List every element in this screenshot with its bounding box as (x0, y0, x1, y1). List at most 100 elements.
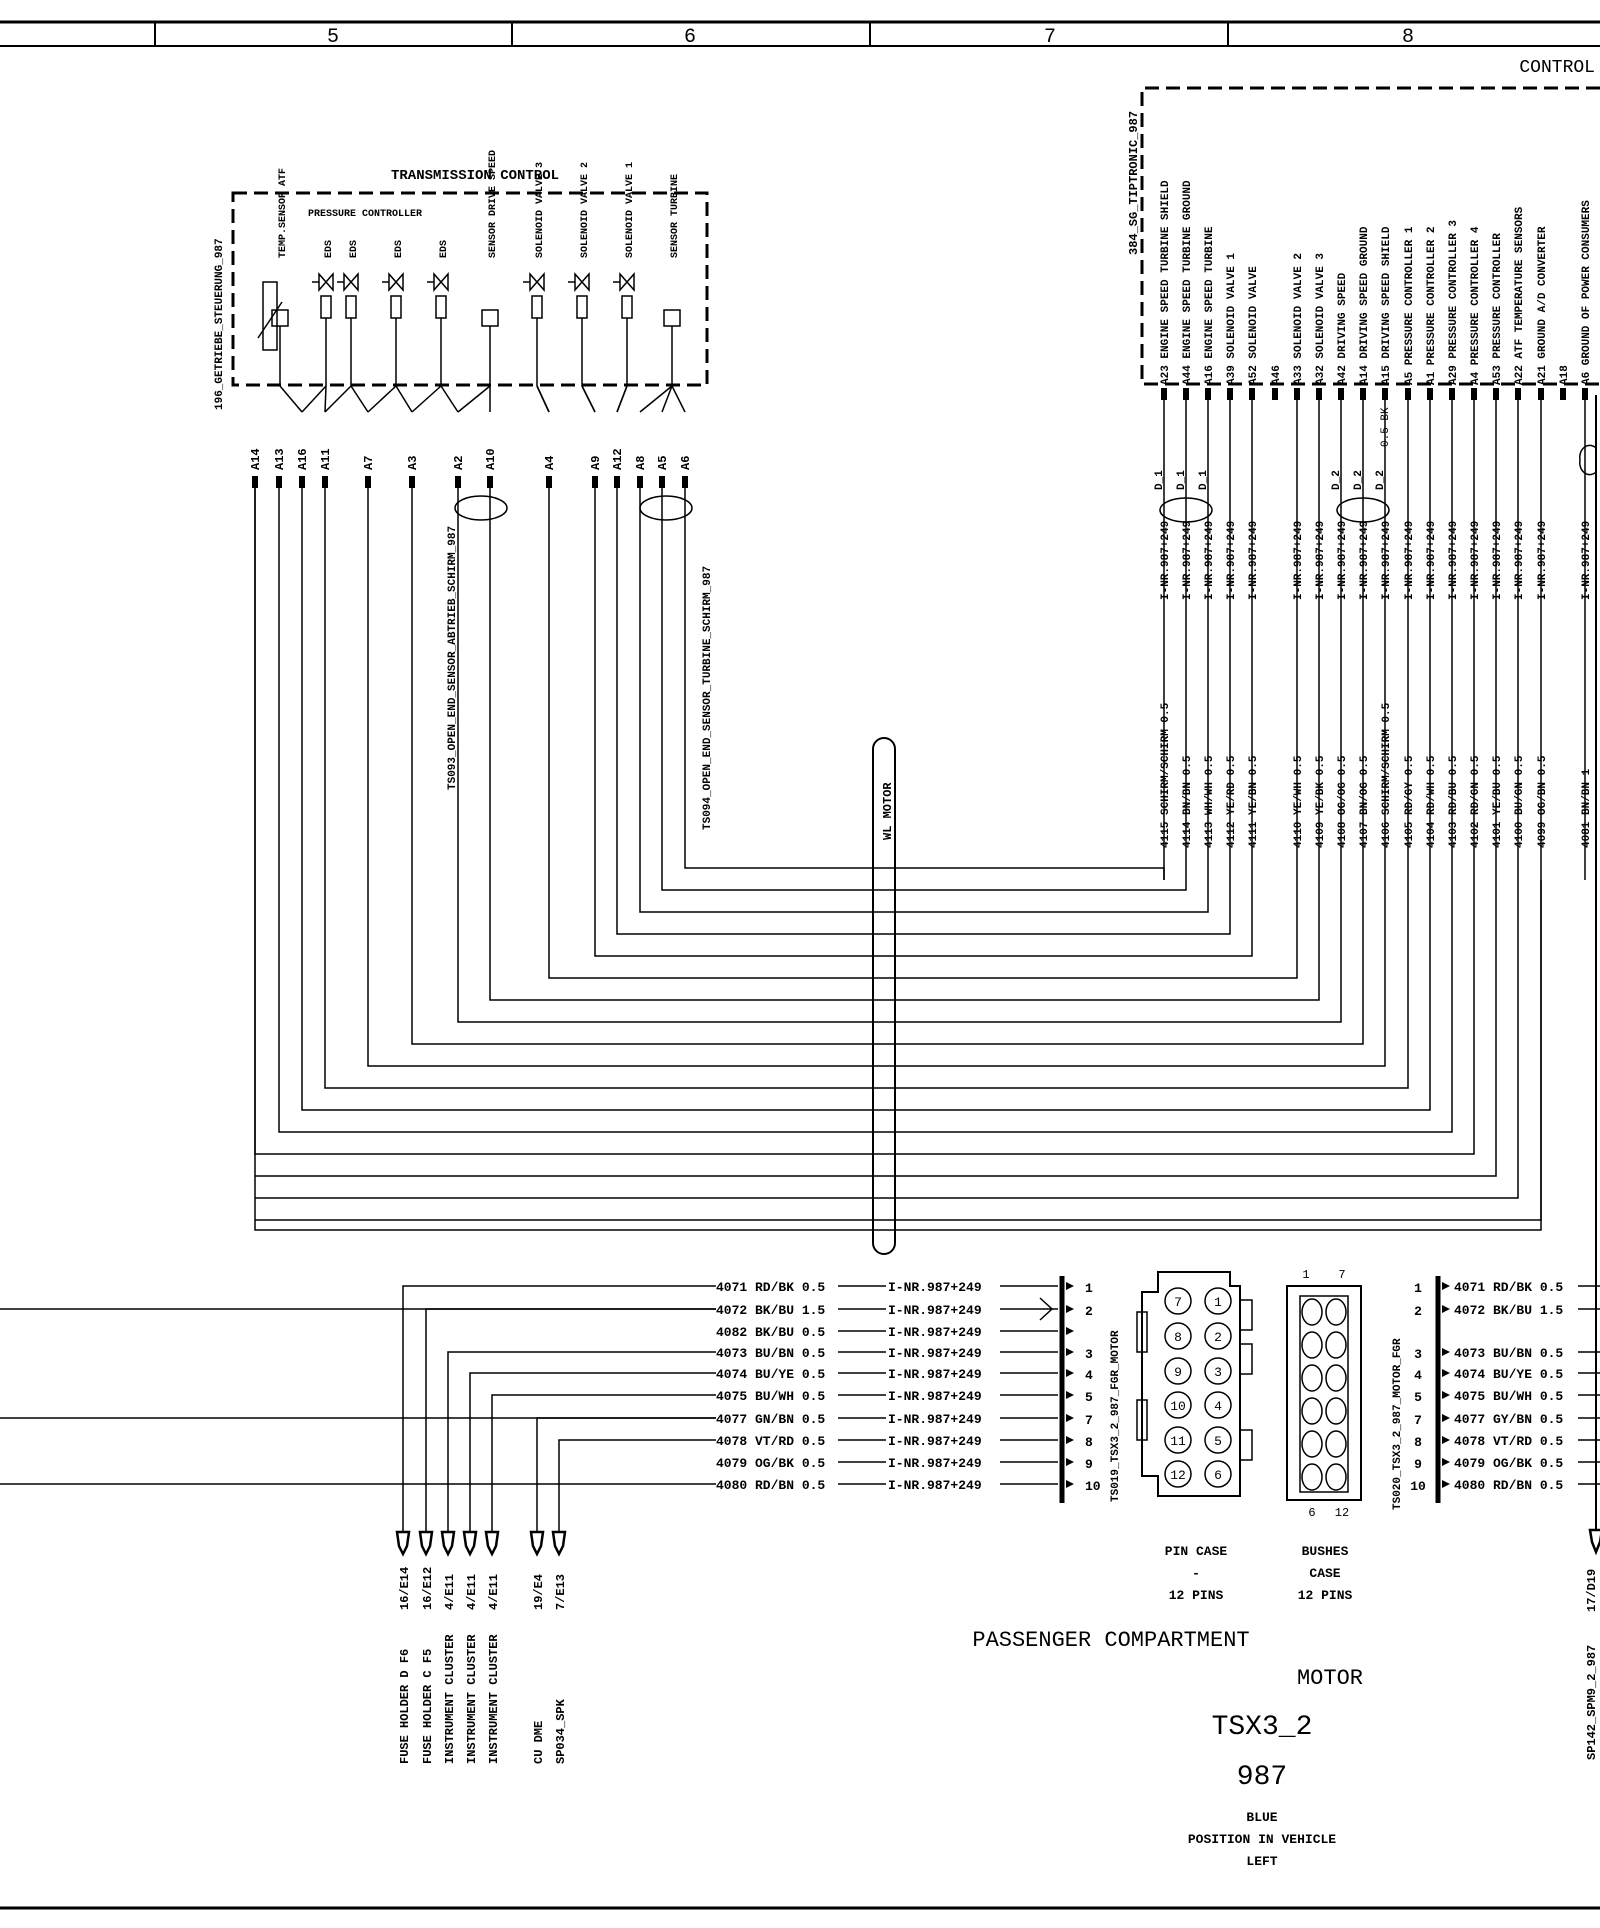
bushes-top-right: 7 (1338, 1268, 1345, 1282)
fuse-ref: 16/E12 (421, 1567, 435, 1610)
component-label: EDS (349, 240, 360, 258)
connector-ref: I-NR.987+249 (1337, 521, 1349, 600)
tc-side-label: 196_GETRIEBE_STEUERUNG_987 (214, 238, 226, 410)
ecu-pin-func: A21 GROUND A/D CONVERTER (1537, 226, 1549, 385)
wire-spec: 4107 BN/OG 0.5 (1359, 755, 1371, 848)
pin-terminal (1249, 388, 1255, 400)
pin-case-title: PIN CASE (1165, 1544, 1228, 1559)
pin-case-pin: 3 (1214, 1365, 1222, 1380)
ecu-pin-column: A22 ATF TEMPERATURE SENSORSI-NR.987+2494… (1514, 206, 1526, 880)
component-label: TEMP.SENSOR ATF (278, 168, 289, 258)
wire-spec: 4080 RD/BN 0.5 (716, 1478, 825, 1493)
wire-spec: 4100 BU/GN 0.5 (1514, 755, 1526, 848)
pin-terminal (299, 476, 305, 488)
fuse-name: INSTRUMENT CLUSTER (443, 1634, 457, 1764)
pin-terminal (1560, 388, 1566, 400)
ecu-pin-func: A18 (1559, 365, 1571, 385)
pin-case-pin: 4 (1214, 1399, 1222, 1414)
shield-tag: D_1 (1176, 470, 1188, 490)
wire-spec: 4073 BU/BN 0.5 (716, 1346, 825, 1361)
connector-ref: I-NR.987+249 (1204, 521, 1216, 600)
area-label-motor: MOTOR (1297, 1666, 1363, 1691)
wire-spec: 4080 RD/BN 0.5 (1454, 1478, 1563, 1493)
right-ground-name: SP142_SPM9_2_987 (1585, 1645, 1599, 1760)
sensor-symbol: TEMP.SENSOR ATF (271, 168, 289, 386)
tc-pin-label: A5 (656, 456, 670, 470)
valve-symbol: SOLENOID VALVE 2 (568, 162, 591, 386)
pin-terminal (455, 476, 461, 488)
wire-spec: 4073 BU/BN 0.5 (1454, 1346, 1563, 1361)
connector-ref: I-NR.987+249 (888, 1367, 982, 1382)
pin-case-pin: 8 (1174, 1330, 1182, 1345)
ecu-pin-column: A46 (1271, 365, 1283, 400)
pin-terminal (1360, 388, 1366, 400)
pin-case-pin: 6 (1214, 1468, 1222, 1483)
ecu-pin-func: A46 (1271, 365, 1283, 385)
wire-spec: 4075 BU/WH 0.5 (1454, 1389, 1563, 1404)
shield-arc (1579, 444, 1597, 476)
ecu-small-label: 0.5 BK (1380, 407, 1392, 447)
pin-case-pin: 1 (1214, 1295, 1222, 1310)
ecu-pin-func: A22 ATF TEMPERATURE SENSORS (1514, 206, 1526, 385)
connector-ref: I-NR.987+249 (1581, 521, 1593, 600)
wire-spec: 4099 OG/BN 0.5 (1537, 755, 1549, 848)
connector-ref: I-NR.987+249 (1470, 521, 1482, 600)
corner-label: CONTROL (1519, 58, 1595, 78)
bushes-bottom-right: 12 (1335, 1506, 1349, 1520)
sensor-symbol: SENSOR DRIVE SPEED (481, 150, 499, 386)
pin-terminal (1161, 388, 1167, 400)
pin-number: 10 (1410, 1479, 1426, 1494)
pin-terminal (546, 476, 552, 488)
pin-terminal (252, 476, 258, 488)
shield-tag: D_2 (1353, 470, 1365, 490)
component-label: SOLENOID VALVE 3 (535, 162, 546, 258)
pin-number: 3 (1414, 1347, 1422, 1362)
pin-terminal (592, 476, 598, 488)
ecu-pin-column: A5 PRESSURE CONTROLLER 1I-NR.987+2494105… (1404, 226, 1416, 880)
component-label: SOLENOID VALVE 2 (580, 162, 591, 258)
connector-ref: I-NR.987+249 (1248, 521, 1260, 600)
pin-terminal (1405, 388, 1411, 400)
wire-spec: 4081 BN/BN 1 (1581, 768, 1593, 848)
connector-ref: I-NR.987+249 (888, 1389, 982, 1404)
tc-title: TRANSMISSION CONTROL (391, 168, 559, 184)
ecu-pin-func: A5 PRESSURE CONTROLLER 1 (1404, 226, 1416, 385)
pin-terminal (1205, 388, 1211, 400)
pin-terminal (322, 476, 328, 488)
component-label: SENSOR DRIVE SPEED (488, 150, 499, 258)
tc-pin-label: A8 (634, 456, 648, 470)
connector-ref: I-NR.987+249 (888, 1434, 982, 1449)
valve-symbol: EDS (337, 240, 360, 386)
sensor-symbol: SENSOR TURBINE (663, 174, 681, 386)
fuse-ref: 16/E14 (398, 1567, 412, 1610)
fuse-ref: 4/E11 (465, 1574, 479, 1610)
tc-pin-label: A7 (362, 456, 376, 470)
wire-spec: 4112 YE/RD 0.5 (1226, 755, 1238, 848)
component-label: SOLENOID VALVE 1 (625, 162, 636, 258)
pin-terminal (1382, 388, 1388, 400)
pin-case-pin: 10 (1170, 1399, 1186, 1414)
position-label: POSITION IN VEHICLE (1188, 1832, 1336, 1847)
wire-spec: 4115 SCHIRM/SCHIRM 0.5 (1160, 702, 1172, 848)
pin-case-pin: 2 (1214, 1330, 1222, 1345)
wire-spec: 4082 BK/BU 0.5 (716, 1325, 825, 1340)
pin-terminal (614, 476, 620, 488)
thermistor-symbol (257, 281, 283, 351)
pin-number: 8 (1085, 1435, 1093, 1450)
fuse-name: INSTRUMENT CLUSTER (487, 1634, 501, 1764)
wire-spec: 4114 BN/BN 0.5 (1182, 755, 1194, 848)
pin-case-pin: 12 (1170, 1468, 1186, 1483)
